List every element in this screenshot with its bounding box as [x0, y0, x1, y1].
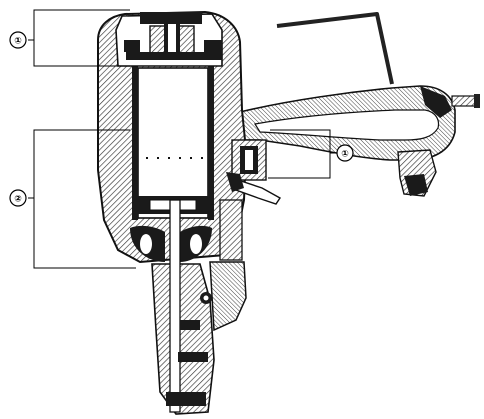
trigger-icon [226, 172, 282, 205]
callout-label-upper: ① [14, 37, 22, 47]
callout-label-lower: ② [14, 195, 22, 205]
callout-badge-lower: ② [9, 189, 27, 207]
head-valve-assembly [115, 12, 223, 67]
nose-and-driver [151, 199, 215, 415]
bumper [130, 225, 212, 262]
trigger-valve [231, 139, 267, 181]
callout-badge-upper: ① [9, 31, 27, 49]
hose-hook [276, 12, 394, 85]
magazine-feed [200, 199, 247, 332]
callout-badge-trigger: ① [336, 144, 354, 162]
handle-body [239, 85, 480, 197]
callout-leaders [28, 9, 336, 269]
callout-label-trigger: ① [341, 150, 349, 160]
